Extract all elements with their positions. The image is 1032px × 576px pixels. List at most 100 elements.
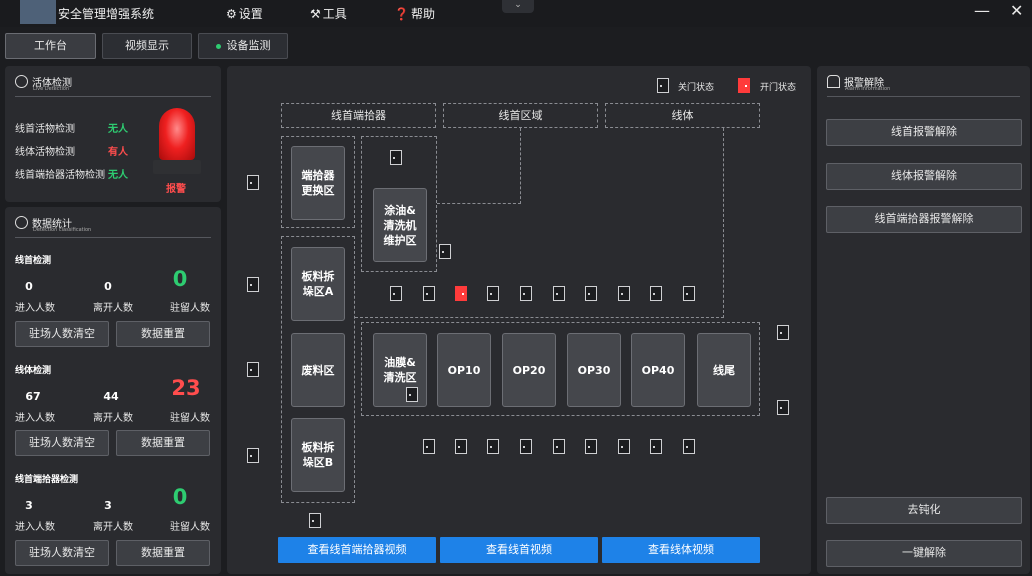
tab-workbench[interactable]: 工作台 [5, 33, 96, 59]
door-icon[interactable] [585, 286, 597, 301]
tab-video-display[interactable]: 视频显示 [102, 33, 192, 59]
legend-open-label: 开门状态 [760, 83, 797, 93]
door-icon[interactable] [618, 439, 630, 454]
picker-alarm-release-button[interactable]: 线首端拾器报警解除 [826, 206, 1022, 233]
reset-data-button[interactable]: 数据重置 [116, 430, 210, 456]
status-dot [215, 43, 221, 49]
door-icon[interactable] [487, 286, 499, 301]
divider [15, 237, 211, 238]
clear-stay-button[interactable]: 驻场人数清空 [15, 321, 109, 347]
board-zone [281, 236, 355, 503]
line-station-zone [361, 322, 760, 416]
zone-header-picker: 线首端拾器 [281, 103, 436, 128]
door-icon[interactable] [390, 150, 402, 165]
door-icon[interactable] [650, 286, 662, 301]
area-op10[interactable]: OP10 [437, 333, 491, 407]
door-icon[interactable] [487, 439, 499, 454]
view-line-head-video-button[interactable]: 查看线首视频 [440, 537, 598, 563]
door-open-icon[interactable] [455, 286, 467, 301]
minimize-button[interactable]: — [974, 1, 990, 20]
live-row-value: 无人 [108, 124, 128, 135]
area-op30[interactable]: OP30 [567, 333, 621, 407]
close-button[interactable]: ✕ [1010, 1, 1024, 20]
app-title: 安全管理增强系统 [58, 7, 155, 21]
area-scrap[interactable]: 废料区 [291, 333, 345, 407]
door-icon[interactable] [390, 286, 402, 301]
line-body-connector [355, 128, 724, 318]
line-body-alarm-release-button[interactable]: 线体报警解除 [826, 163, 1022, 190]
door-icon[interactable] [247, 448, 259, 463]
stay-label: 驻留人数 [170, 522, 210, 533]
area-board-a[interactable]: 板料拆 垛区A [291, 247, 345, 321]
door-icon[interactable] [423, 439, 435, 454]
leave-label: 离开人数 [93, 522, 133, 533]
enter-label: 进入人数 [15, 413, 55, 424]
title-bar: 安全管理增强系统 ⚙设置 ⚒工具 ❓帮助 ⌄ — ✕ [0, 0, 1032, 27]
reset-data-button[interactable]: 数据重置 [116, 540, 210, 566]
stats-section-title: 线体检测 [15, 366, 52, 376]
area-film-clean[interactable]: 油膜& 清洗区 [373, 333, 427, 407]
zone-header-line-body: 线体 [605, 103, 760, 128]
leave-count: 0 [104, 280, 112, 293]
door-icon[interactable] [520, 286, 532, 301]
help-icon: ❓ [394, 7, 409, 21]
reset-data-button[interactable]: 数据重置 [116, 321, 210, 347]
door-icon[interactable] [247, 362, 259, 377]
oil-zone [361, 136, 437, 272]
area-picker-swap[interactable]: 端拾器 更换区 [291, 146, 345, 220]
gear-icon: ⚙ [226, 7, 237, 21]
line-head-alarm-release-button[interactable]: 线首报警解除 [826, 119, 1022, 146]
door-icon[interactable] [406, 387, 418, 402]
door-icon[interactable] [683, 439, 695, 454]
door-icon[interactable] [585, 439, 597, 454]
door-icon[interactable] [553, 286, 565, 301]
area-board-b[interactable]: 板料拆 垛区B [291, 418, 345, 492]
enter-count: 0 [25, 280, 33, 293]
leave-label: 离开人数 [93, 413, 133, 424]
area-line-tail[interactable]: 线尾 [697, 333, 751, 407]
area-op40[interactable]: OP40 [631, 333, 685, 407]
alarm-panel: 报警解除 Alarm Information [817, 66, 1030, 574]
menu-tools[interactable]: ⚒工具 [310, 7, 347, 21]
menu-settings[interactable]: ⚙设置 [226, 7, 263, 21]
line-head-connector [437, 128, 521, 204]
door-icon[interactable] [777, 325, 789, 340]
collapse-toggle[interactable]: ⌄ [502, 0, 534, 13]
live-row-value: 有人 [108, 147, 128, 158]
stay-count: 0 [172, 267, 188, 291]
clear-stay-button[interactable]: 驻场人数清空 [15, 540, 109, 566]
enter-label: 进入人数 [15, 303, 55, 314]
door-icon[interactable] [423, 286, 435, 301]
live-row-value: 无人 [108, 170, 128, 181]
clear-stay-button[interactable]: 驻场人数清空 [15, 430, 109, 456]
area-oil-clean[interactable]: 涂油& 清洗机 维护区 [373, 188, 427, 262]
door-icon[interactable] [553, 439, 565, 454]
alarm-lamp-icon [153, 108, 201, 176]
door-icon[interactable] [520, 439, 532, 454]
door-icon[interactable] [618, 286, 630, 301]
tools-icon: ⚒ [310, 7, 321, 21]
divider [15, 96, 211, 97]
door-icon[interactable] [247, 175, 259, 190]
one-key-release-button[interactable]: 一键解除 [826, 540, 1022, 567]
stay-label: 驻留人数 [170, 303, 210, 314]
door-icon[interactable] [455, 439, 467, 454]
door-icon[interactable] [650, 439, 662, 454]
app-logo [20, 0, 56, 24]
dedull-button[interactable]: 去钝化 [826, 497, 1022, 524]
view-picker-video-button[interactable]: 查看线首端拾器视频 [278, 537, 436, 563]
picker-zone [281, 136, 355, 228]
camera-icon [15, 75, 28, 88]
door-icon[interactable] [439, 244, 451, 259]
view-line-body-video-button[interactable]: 查看线体视频 [602, 537, 760, 563]
tab-device-monitor[interactable]: 设备监测 [198, 33, 288, 59]
enter-count: 3 [25, 499, 33, 512]
door-icon[interactable] [247, 277, 259, 292]
live-row-label: 线体活物检测 [15, 147, 75, 158]
pie-chart-icon [15, 216, 28, 229]
door-icon[interactable] [309, 513, 321, 528]
menu-help[interactable]: ❓帮助 [394, 7, 435, 21]
door-icon[interactable] [777, 400, 789, 415]
area-op20[interactable]: OP20 [502, 333, 556, 407]
door-icon[interactable] [683, 286, 695, 301]
